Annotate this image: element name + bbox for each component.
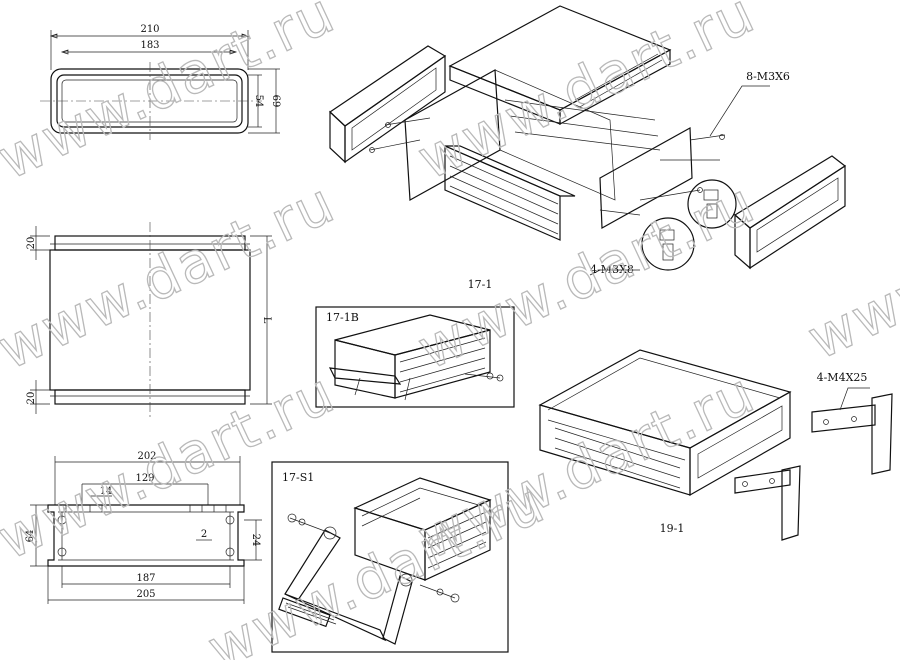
watermark-text: www.dart.ru xyxy=(198,470,555,660)
label-screw-m3x8: 4-M3X8 xyxy=(590,263,634,276)
label-screw-m3x6: 8-M3X6 xyxy=(746,70,790,83)
watermark-text: www.dart.ru xyxy=(408,170,765,382)
inset-17-1b xyxy=(315,306,515,408)
label-screw-m4x25: 4-M4X25 xyxy=(817,371,868,384)
exploded-view xyxy=(329,5,847,276)
label-inset-17-s1: 17-S1 xyxy=(282,471,314,484)
watermark-text: www.dart.ru xyxy=(408,0,765,193)
label-model-19-1: 19-1 xyxy=(660,522,685,535)
profile-view: 202 129 14 2 24 64 187 205 xyxy=(25,451,262,604)
end-view-inner-width-dimension: 183 xyxy=(140,40,159,51)
profile-slot-dimension: 14 xyxy=(100,486,113,497)
inset-17-s1 xyxy=(271,461,509,653)
profile-overall-dimension: 202 xyxy=(137,451,156,462)
watermark-text: www.dart.ru xyxy=(0,360,345,572)
watermark-text: www.dart.ru xyxy=(0,170,345,382)
side-view-length-dimension: L xyxy=(261,317,272,324)
profile-side-dimension: 24 xyxy=(250,534,261,547)
watermark-text: www.dart.ru xyxy=(798,160,900,372)
profile-inner-dimension: 187 xyxy=(136,573,155,584)
profile-bottom-dimension: 205 xyxy=(136,589,155,600)
profile-gap-dimension: 2 xyxy=(201,529,207,540)
label-model-17-1: 17-1 xyxy=(468,278,493,291)
end-view-inner-height-dimension: 54 xyxy=(253,95,264,108)
side-view-bottom-cap-dimension: 20 xyxy=(26,392,37,405)
watermark-text: www.dart.ru xyxy=(0,0,345,193)
side-view: 20 20 L xyxy=(26,222,272,420)
side-view-top-cap-dimension: 20 xyxy=(26,237,37,250)
end-view: 210 183 54 69 xyxy=(40,24,281,140)
assembled-enclosure xyxy=(538,349,893,541)
end-view-outer-height-dimension: 69 xyxy=(270,95,281,108)
profile-span-dimension: 129 xyxy=(135,473,154,484)
profile-height-dimension: 64 xyxy=(25,530,36,543)
label-inset-17-1b: 17-1B xyxy=(326,311,359,324)
end-view-width-dimension: 210 xyxy=(140,24,159,35)
